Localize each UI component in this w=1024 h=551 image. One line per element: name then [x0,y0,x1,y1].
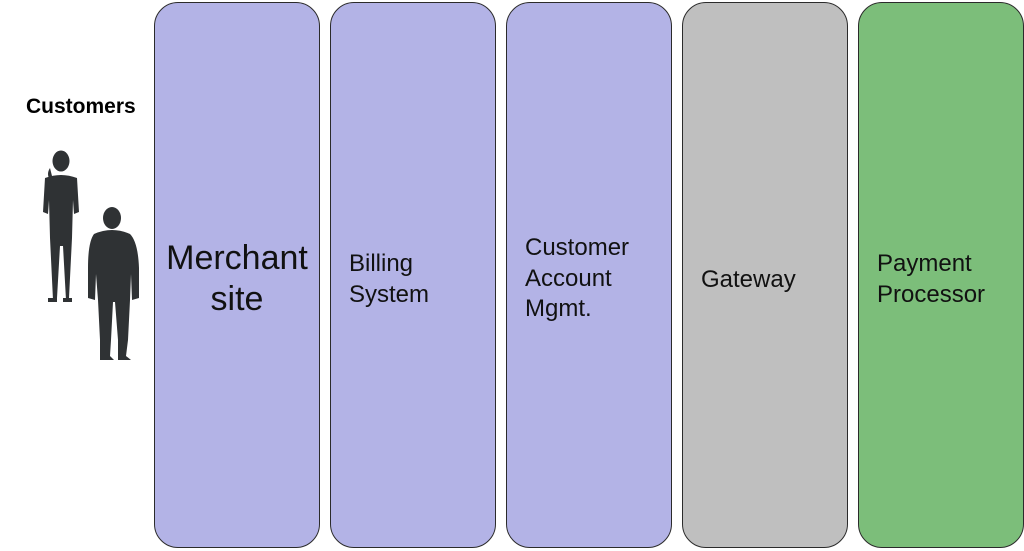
customer-account-mgmt-label: Customer Account Mgmt. [525,234,630,323]
people-silhouette-icon [36,150,146,365]
gateway-label: Gateway [701,266,796,293]
billing-system-label: Billing System [349,250,430,308]
billing-system-column: Billing System [330,2,496,548]
customer-account-mgmt-column: Customer Account Mgmt. [506,2,672,548]
payment-processor-column: Payment Processor [858,2,1024,548]
gateway-column: Gateway [682,2,848,548]
merchant-site-label: Merchant site [166,239,308,318]
customers-label: Customers [26,95,136,118]
merchant-site-column: Merchant site [154,2,320,548]
payment-processor-label: Payment Processor [877,250,986,308]
